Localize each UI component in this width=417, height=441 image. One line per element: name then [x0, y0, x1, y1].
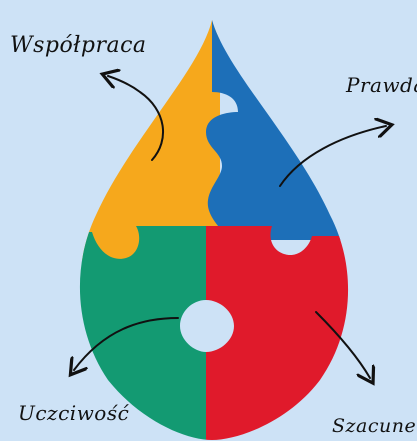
puzzle-piece-red [206, 226, 349, 440]
label-prawda: Prawda [345, 73, 417, 97]
water-drop-icon [79, 20, 349, 440]
hand-drawn-arrow-icon [108, 76, 165, 161]
label-wspolpraca: Współpraca [10, 33, 147, 58]
hand-drawn-arrow-icon [279, 126, 386, 187]
puzzle-piece-blue [206, 20, 349, 240]
label-szacunek: Szacunek [332, 415, 417, 437]
hand-drawn-arrow-icon [315, 311, 370, 378]
label-uczciwosc: Uczciwość [18, 401, 130, 425]
hand-drawn-arrow-icon [74, 317, 179, 370]
